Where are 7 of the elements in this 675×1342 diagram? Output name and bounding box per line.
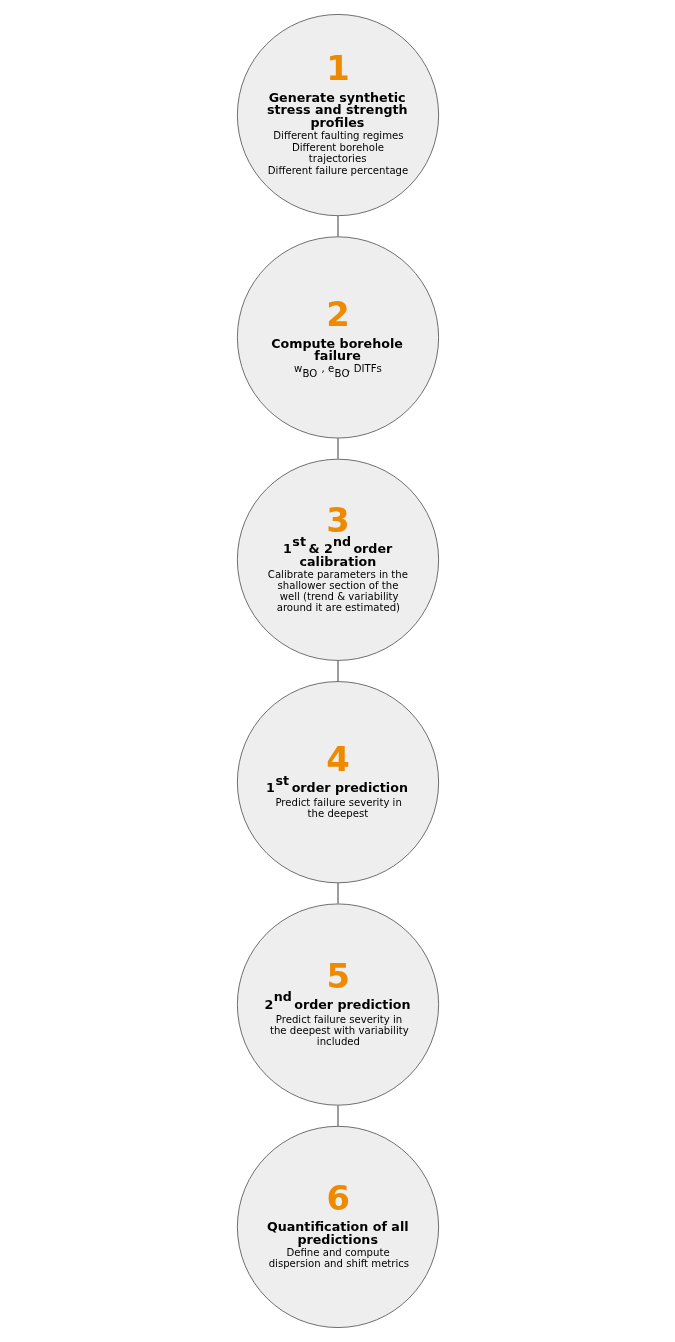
node-circle: 1 Generate synthetic stress and strength profiles Different faulting regimes Different borehole trajectories Different failure percentage [236, 14, 439, 217]
connector [336, 882, 339, 905]
connector [336, 660, 339, 682]
connector [336, 215, 339, 238]
node-circle: 6 Quantification of all predictions Define and compute dispersion and shift metrics [236, 1125, 439, 1328]
connector [336, 1104, 339, 1127]
connector [336, 437, 339, 460]
